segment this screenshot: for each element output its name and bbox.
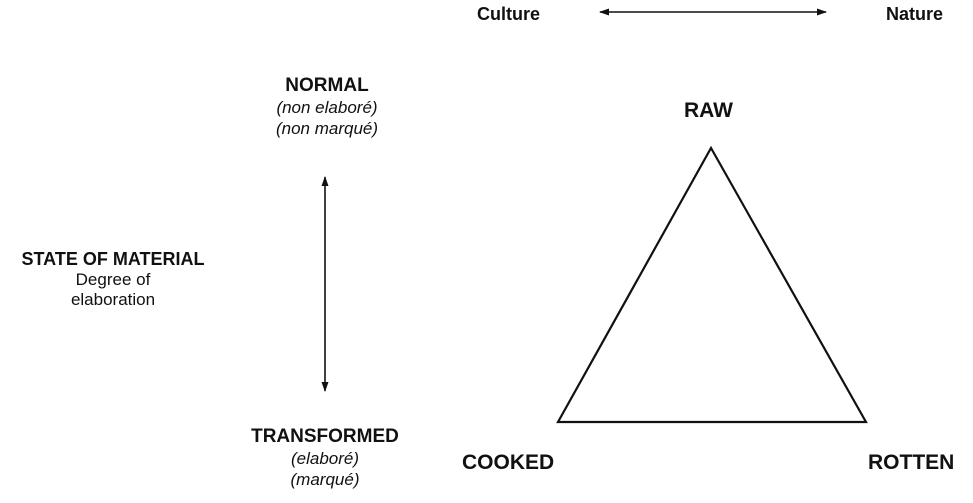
transformed-block: TRANSFORMED (elaboré) (marqué): [230, 427, 420, 488]
state-of-material-line1: Degree of: [75, 270, 151, 289]
culture-label: Culture: [477, 4, 540, 24]
cooked-vertex-label: COOKED: [462, 451, 555, 474]
transformed-label: TRANSFORMED: [251, 426, 399, 447]
state-of-material-title: STATE OF MATERIAL: [21, 249, 205, 269]
transformed-sub-elabore: (elaboré): [290, 449, 360, 468]
nature-label: Nature: [886, 4, 944, 24]
normal-sub-marque: (non marqué): [275, 119, 379, 138]
state-of-material-line2: elaboration: [70, 290, 156, 309]
normal-label: NORMAL: [285, 75, 369, 96]
normal-sub-elabore: (non elaboré): [276, 98, 378, 117]
transformed-sub-marque: (marqué): [290, 470, 360, 489]
raw-vertex-label: RAW: [684, 99, 733, 122]
culinary-triangle: [556, 145, 868, 424]
normal-block: NORMAL (non elaboré) (non marqué): [252, 76, 402, 137]
state-of-material-block: STATE OF MATERIAL Degree of elaboration: [0, 250, 226, 308]
rotten-vertex-label: ROTTEN: [868, 451, 955, 474]
